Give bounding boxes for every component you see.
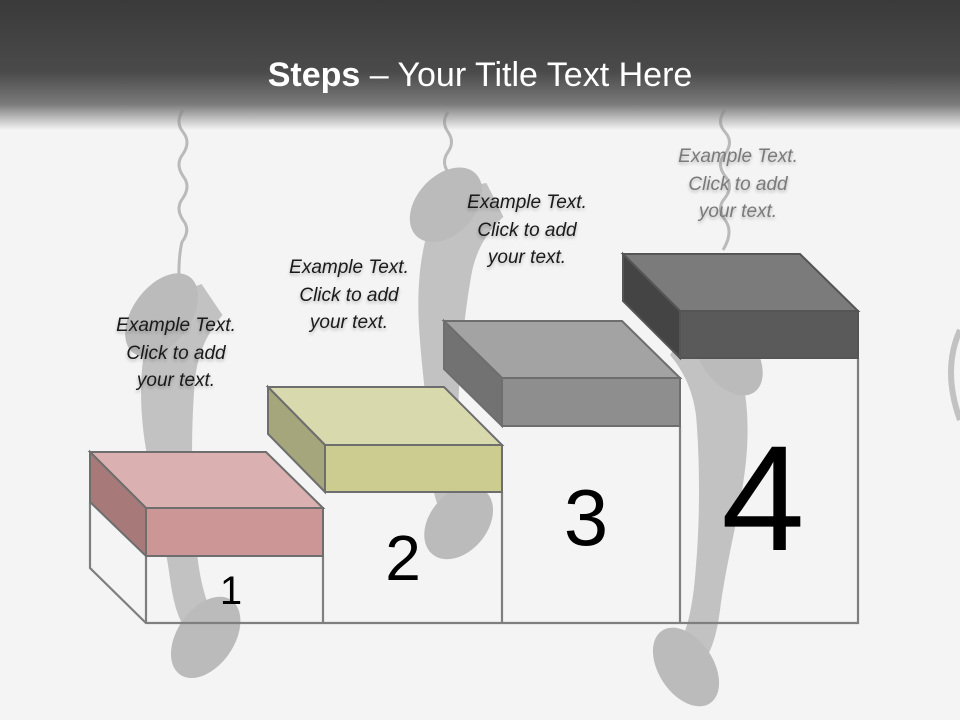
step-3-text[interactable]: Example Text. Click to add your text. bbox=[467, 192, 587, 268]
step-4-front bbox=[679, 310, 859, 359]
handset-edge bbox=[948, 328, 960, 422]
step-2-front bbox=[324, 444, 503, 493]
step-2-text[interactable]: Example Text. Click to add your text. bbox=[289, 257, 409, 333]
step-3-block[interactable] bbox=[441, 318, 683, 429]
pedestal-outline bbox=[88, 358, 860, 625]
step-3-front bbox=[501, 377, 681, 427]
step-1-front bbox=[145, 507, 324, 557]
step-2-number: 2 bbox=[385, 522, 421, 594]
step-3-number: 3 bbox=[563, 473, 609, 562]
title-bold: Steps bbox=[267, 56, 361, 94]
step-4-number: 4 bbox=[721, 414, 805, 582]
phone-cord-3 bbox=[719, 109, 731, 251]
step-1-number: 1 bbox=[219, 569, 243, 613]
telephone-handset-icons bbox=[115, 109, 960, 720]
step-1-block[interactable] bbox=[87, 449, 326, 559]
phone-cord-1 bbox=[177, 109, 189, 303]
step-2-block[interactable] bbox=[265, 384, 505, 495]
title-bar bbox=[0, 0, 960, 130]
step-1-text[interactable]: Example Text. Click to add your text. bbox=[116, 315, 236, 391]
title-rest: – Your Title Text Here bbox=[360, 56, 693, 94]
step-4-block[interactable] bbox=[620, 251, 861, 361]
slide-title[interactable]: Steps – Your Title Text Here bbox=[0, 52, 960, 98]
step-4-text[interactable]: Example Text. Click to add your text. bbox=[678, 146, 798, 222]
